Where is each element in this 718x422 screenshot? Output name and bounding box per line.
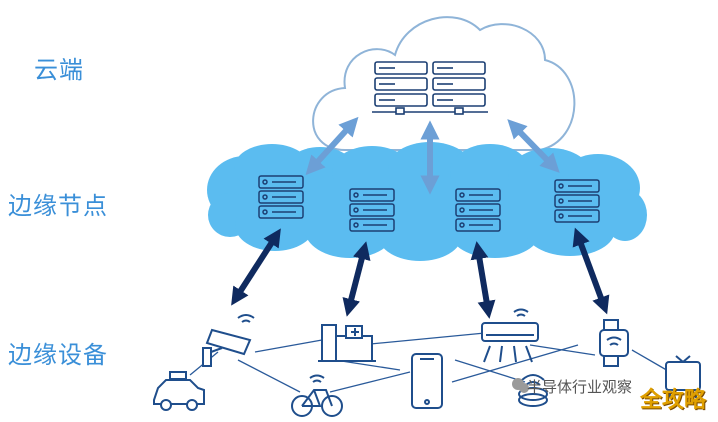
- television-icon: [665, 355, 701, 398]
- air-conditioner-icon: [481, 308, 539, 363]
- edge-node-server-icon: [258, 175, 304, 219]
- watermark-text: 半导体行业观察: [527, 378, 633, 396]
- watermark-badge: 全攻略: [640, 388, 707, 413]
- tier-label-edge-devices: 边缘设备: [8, 341, 108, 369]
- wechat-icon: [512, 378, 529, 393]
- tier-label-cloud: 云端: [34, 56, 84, 84]
- central-server-rack-icon: [372, 61, 488, 115]
- edge-node-server-icon: [554, 179, 600, 223]
- factory-icon: [318, 324, 376, 362]
- edge-node-server-icon: [455, 188, 501, 232]
- surveillance-camera-icon: [202, 314, 255, 367]
- taxi-icon: [153, 371, 205, 411]
- smartphone-icon: [411, 353, 443, 409]
- router-icon: [518, 374, 548, 407]
- smartwatch-icon: [599, 319, 629, 367]
- bicycle-icon: [291, 374, 343, 417]
- tier-label-edge-nodes: 边缘节点: [8, 192, 108, 220]
- cloud-edge-arrows: [305, 116, 560, 195]
- edge-node-server-icon: [349, 188, 395, 232]
- edge-device-arrows: [231, 227, 610, 319]
